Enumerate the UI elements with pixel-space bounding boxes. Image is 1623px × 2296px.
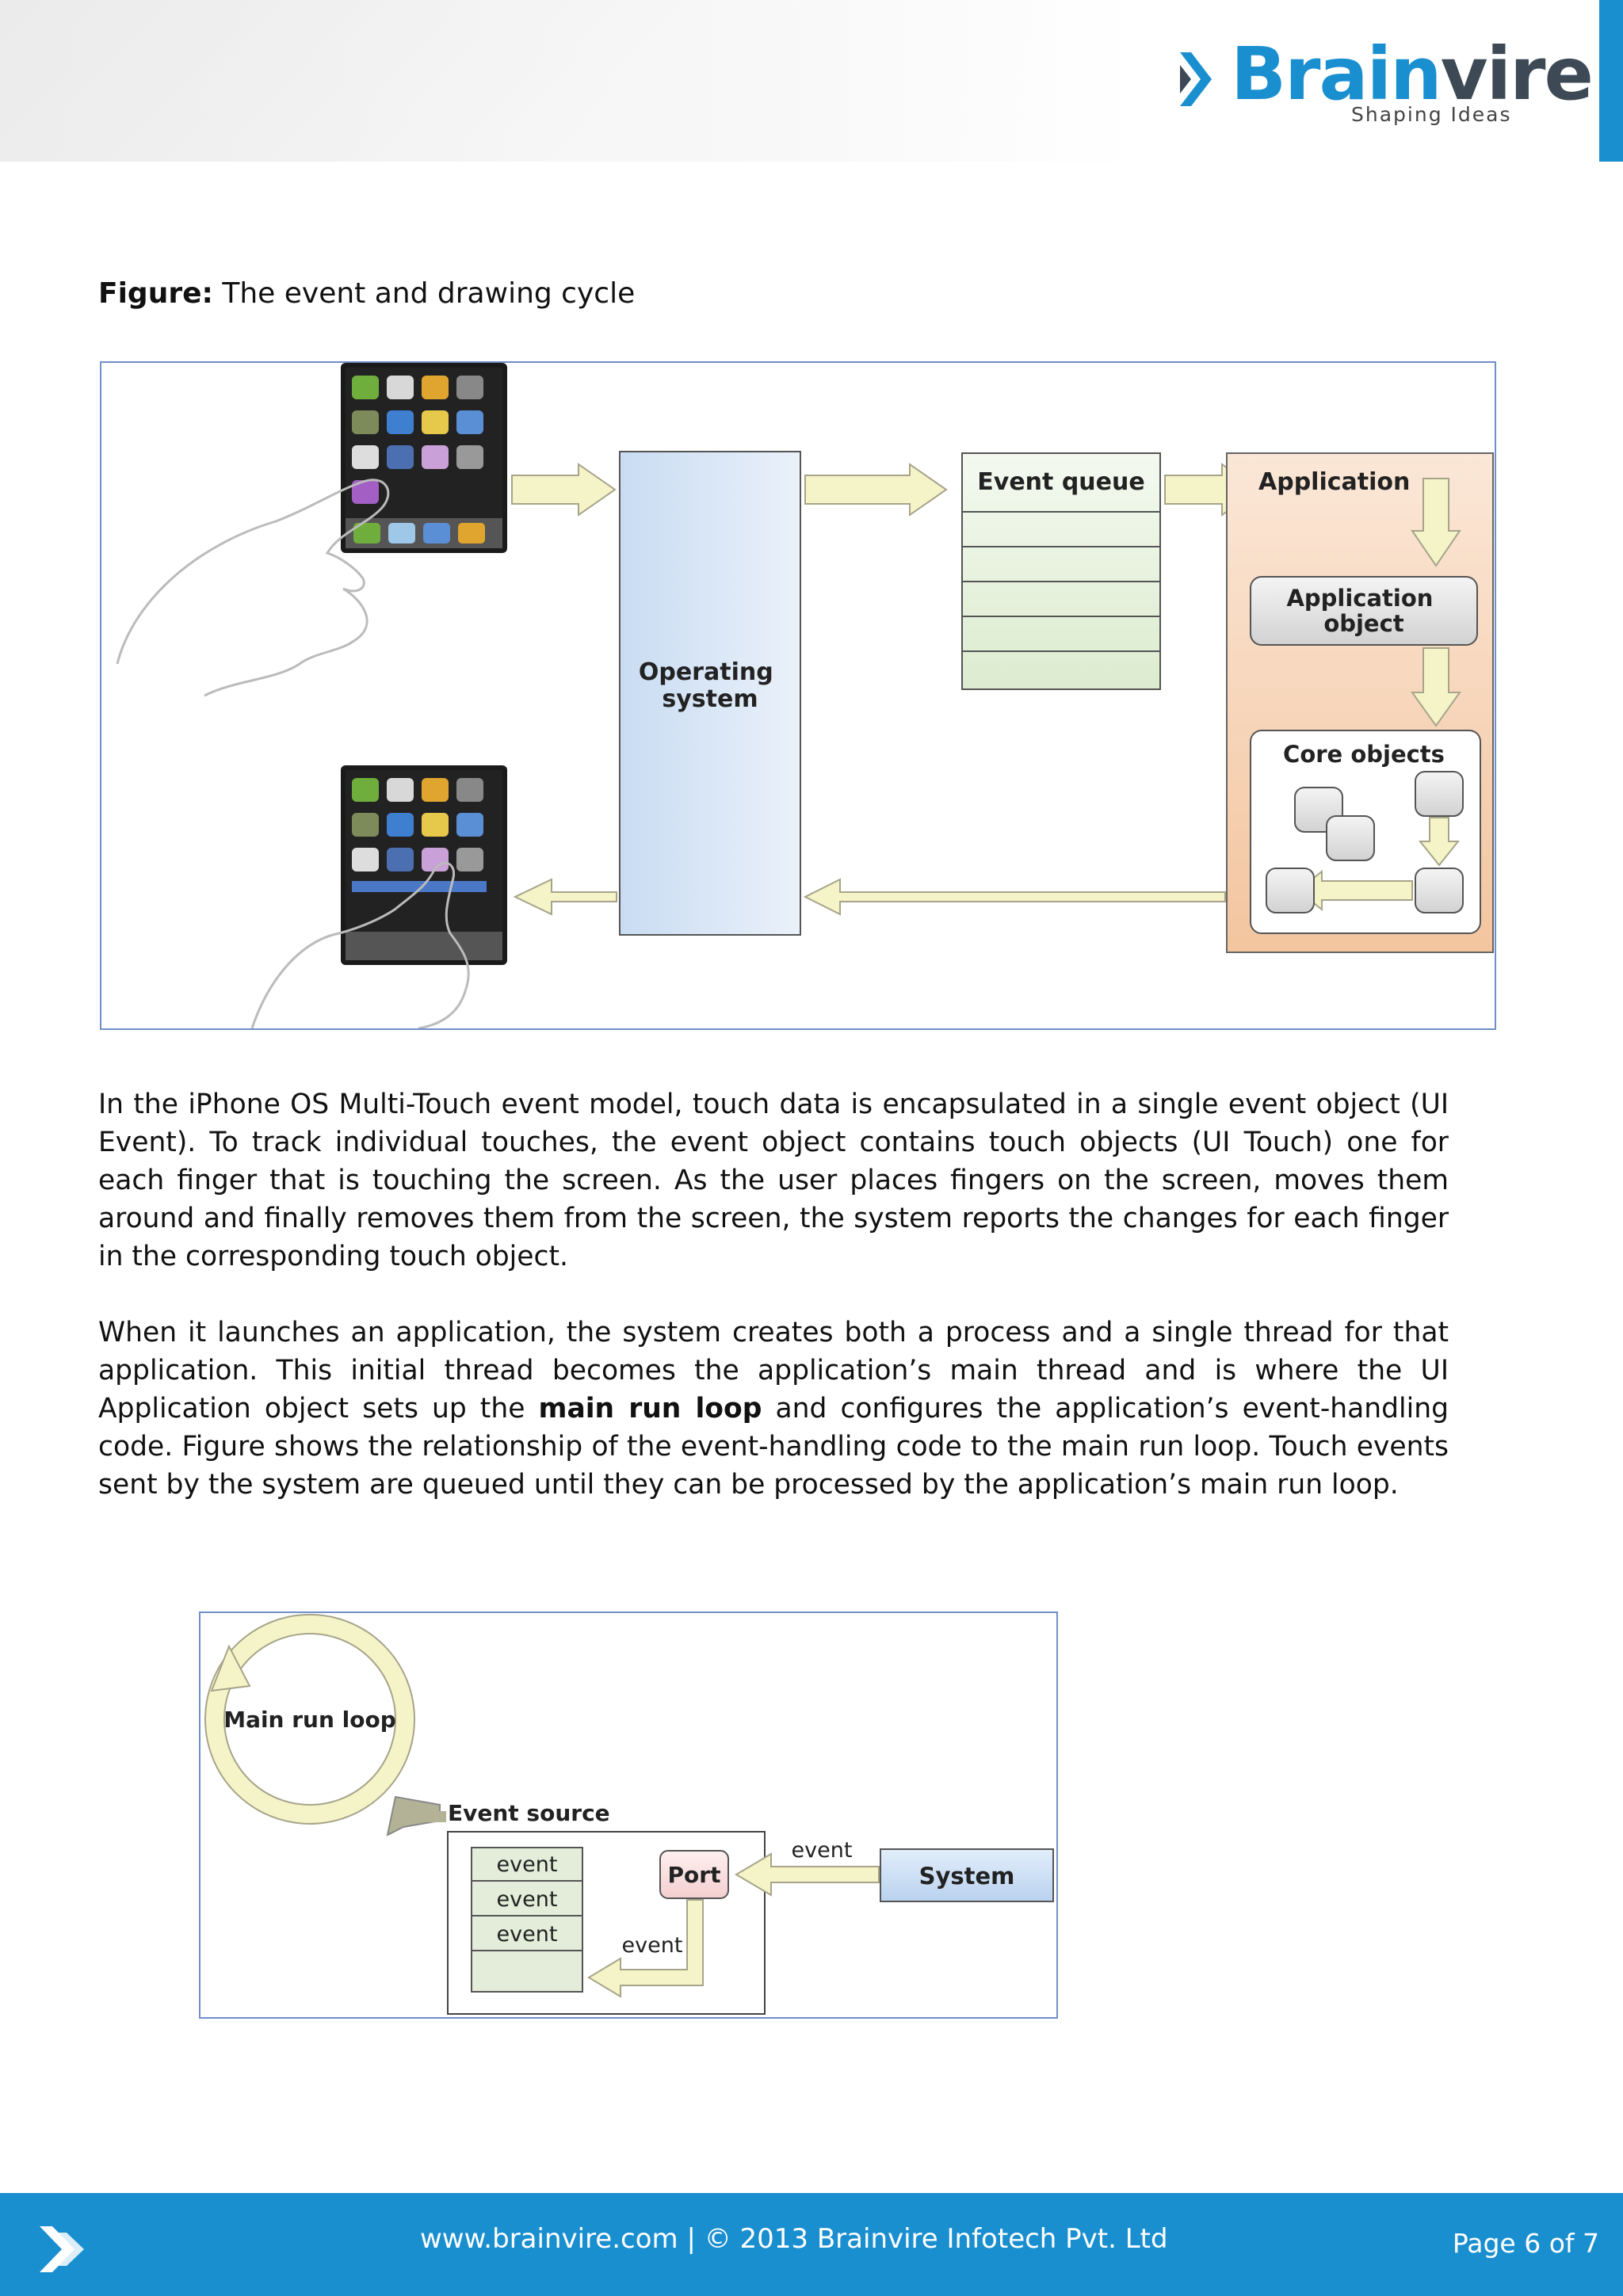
arrow-os-to-queue xyxy=(804,463,948,517)
brainvire-logo: Brainvire Shaping Ideas xyxy=(1177,32,1594,130)
arrow-phone-to-os xyxy=(511,463,617,517)
figure-caption: Figure: The event and drawing cycle xyxy=(98,277,635,310)
operating-system-label: Operating system xyxy=(639,658,781,713)
event-label-bottom: event xyxy=(622,1933,683,1958)
application-object-label: Application object xyxy=(1286,585,1441,637)
header-accent-bar xyxy=(1599,0,1623,162)
logo-wordmark: Brainvire xyxy=(1231,32,1594,116)
main-run-loop-diagram: Main run loop Event source event event e… xyxy=(199,1611,1058,2019)
brainvire-footer-icon xyxy=(40,2226,84,2272)
queue-event-1: event xyxy=(497,1852,558,1877)
logo-tagline: Shaping Ideas xyxy=(1351,103,1512,126)
event-drawing-cycle-diagram: Operating system Event queue Application… xyxy=(100,361,1496,1030)
event-queue: Event queue xyxy=(961,452,1161,690)
system-box xyxy=(880,1848,1054,1902)
arrow-app-to-os xyxy=(803,878,1226,916)
application-label: Application xyxy=(1258,468,1410,496)
application-object-box xyxy=(1250,576,1478,646)
hand-bottom-drawing xyxy=(250,861,470,1030)
iphone-top-image xyxy=(341,363,507,553)
queue-event-2: event xyxy=(497,1887,558,1912)
loop-arrowhead-icon xyxy=(210,1644,251,1692)
brainvire-chevron-icon xyxy=(1180,52,1212,106)
hand-top-drawing xyxy=(116,479,390,697)
event-label-top: event xyxy=(792,1838,853,1863)
caption-text: The event and drawing cycle xyxy=(222,277,636,310)
port-box xyxy=(659,1850,729,1899)
arrow-object-to-core xyxy=(1411,647,1461,727)
paragraph-multitouch-model: In the iPhone OS Multi-Touch event model… xyxy=(98,1089,1449,1272)
iphone-bottom-image xyxy=(341,765,507,965)
arrow-os-to-phone xyxy=(513,878,617,916)
port-label: Port xyxy=(668,1862,721,1888)
page-number: Page 6 of 7 xyxy=(1452,2228,1599,2259)
event-source-label: Event source xyxy=(448,1800,610,1826)
event-queue-stack: event event event xyxy=(471,1847,583,1993)
arrow-application-down xyxy=(1411,478,1461,567)
main-run-loop-label: Main run loop xyxy=(223,1707,396,1733)
system-label: System xyxy=(919,1863,1015,1890)
arrow-system-to-port xyxy=(735,1852,880,1897)
operating-system-box xyxy=(619,451,801,936)
queue-event-3: event xyxy=(497,1922,558,1947)
caption-label: Figure: xyxy=(98,277,213,310)
paragraph-main-run-loop: When it launches an application, the sys… xyxy=(98,1317,1449,1501)
footer-copyright: www.brainvire.com | © 2013 Brainvire Inf… xyxy=(420,2223,1168,2255)
arrow-port-to-queue xyxy=(587,1899,704,1998)
header-decor xyxy=(0,0,1030,162)
core-objects-label: Core objects xyxy=(1283,741,1445,768)
page-footer: www.brainvire.com | © 2013 Brainvire Inf… xyxy=(0,2193,1623,2296)
main-run-loop-term: main run loop xyxy=(538,1393,762,1425)
application-box: Application Application object Core obje… xyxy=(1226,452,1494,953)
page-header: Brainvire Shaping Ideas xyxy=(0,0,1623,162)
event-queue-label: Event queue xyxy=(977,468,1144,496)
